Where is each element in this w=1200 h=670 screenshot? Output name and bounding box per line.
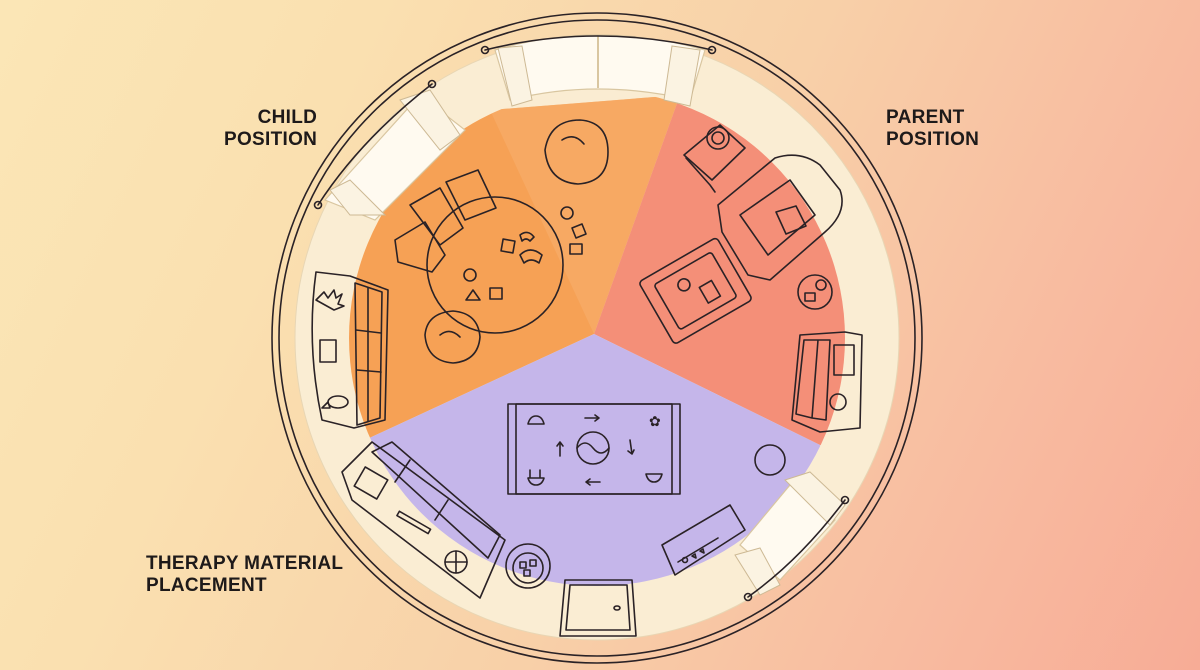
device-icon [829,393,847,411]
label-child-position: CHILD POSITION [224,107,317,151]
parent-zone-furniture [639,124,863,433]
basket-of-blocks [505,543,551,589]
label-therapy-line2: PLACEMENT [146,575,267,596]
material-shelf-curved [341,441,506,599]
potted-plant-icon [315,289,345,311]
round-stool [754,444,786,476]
toy-arch [519,231,535,242]
round-rug [426,196,564,334]
flower-icon: ✿ [649,413,661,429]
coffee-table [639,237,752,344]
toy-square-teal [489,287,503,300]
arrow-icon [585,478,601,486]
arrow-icon [627,439,635,455]
toy-circle [463,268,477,282]
armchair [717,154,843,281]
control-panel-icon [833,344,855,376]
window-lower-right [734,471,850,602]
window-upper-left [313,79,466,221]
bowl-icon [645,473,663,483]
therapy-zone-furniture: ✿ [341,403,786,637]
round-side-table [797,274,833,310]
window-top [480,34,717,107]
label-parent-line2: POSITION [886,129,980,150]
label-parent-position: PARENT POSITION [886,107,979,151]
picture-frame [319,339,337,363]
child-zone-furniture [311,119,609,429]
book-icon [698,279,722,304]
arrow-icon [584,414,600,422]
floor-cushion [409,187,464,246]
grid-tray-icon [353,466,389,500]
bean-bag [544,119,609,185]
chair-icon [527,469,545,486]
toy-square [500,238,516,254]
label-therapy-line1: THERAPY MATERIAL [146,553,344,574]
armchair-pillow [775,205,807,235]
floor-cushion [445,169,497,221]
toy-triangle [465,289,481,301]
activity-rug: ✿ [507,403,681,495]
label-child-line2: POSITION [224,129,318,150]
toy-ball [560,206,574,220]
ruler-icon [396,510,432,535]
label-therapy-material-placement: THERAPY MATERIAL PLACEMENT [146,553,343,597]
bowl-icon [527,415,545,425]
cabinet [791,331,863,433]
bookshelf-curved [311,271,389,429]
door[interactable] [559,579,637,637]
floor-cushion [394,221,446,273]
bean-bag [424,310,481,364]
wall-panel [661,504,746,576]
toy-arch [519,249,543,264]
door-handle[interactable] [613,605,621,611]
cup-icon [677,278,691,292]
toy-stacker [569,223,587,255]
label-child-line1: CHILD [257,107,318,128]
lamp-icon [706,126,730,150]
arrow-icon [556,441,564,457]
label-parent-line1: PARENT [886,107,965,128]
